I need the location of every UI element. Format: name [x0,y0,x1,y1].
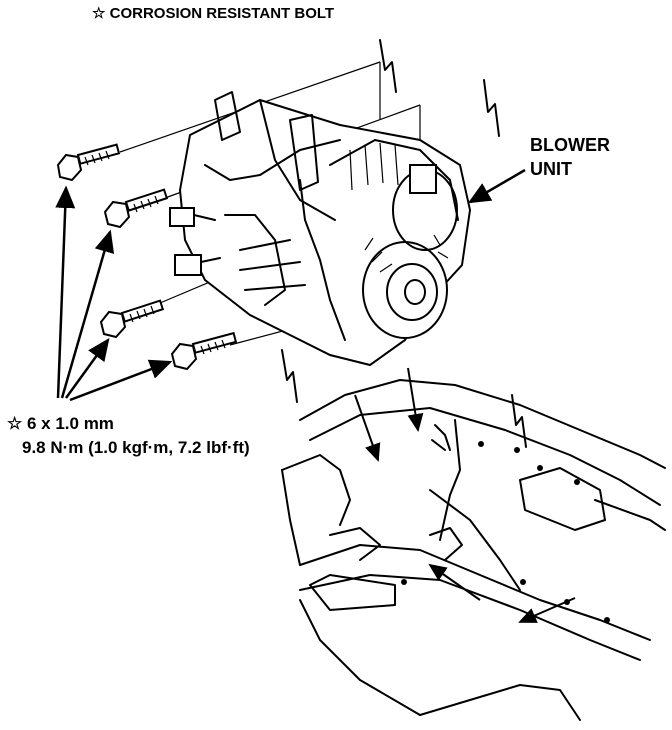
installation-arrows [354,367,576,623]
star-symbol: ☆ [92,5,106,22]
header-text: CORROSION RESISTANT BOLT [109,5,335,22]
connector [169,164,437,276]
bolt-size: 6 x 1.0 mm [26,414,114,433]
vehicle-dashboard-area [281,379,666,721]
star-symbol: ☆ [7,414,23,433]
bolt-size-line: ☆ 6 x 1.0 mm [7,412,250,436]
blower-label-line2: UNIT [530,159,572,179]
mounting-points [401,424,610,623]
bolt-torque: 9.8 N·m (1.0 kgf·m, 7.2 lbf·ft) [22,438,250,457]
fan-motor [362,169,458,339]
blower-label-line1: BLOWER [530,135,610,155]
bolt-1 [56,143,121,182]
blower-unit-label: BLOWER UNIT [530,133,610,181]
corrosion-resistant-bolt-note: ☆ CORROSION RESISTANT BOLT [92,4,334,22]
bolt-4 [170,331,238,371]
bolt-spec-callout: ☆ 6 x 1.0 mm 9.8 N·m (1.0 kgf·m, 7.2 lbf… [7,412,250,460]
bolt-3 [99,299,165,339]
spec-arrows [55,185,173,402]
bolt-2 [103,188,169,229]
blower-arrow [467,168,526,204]
break-line-markers [281,39,527,448]
